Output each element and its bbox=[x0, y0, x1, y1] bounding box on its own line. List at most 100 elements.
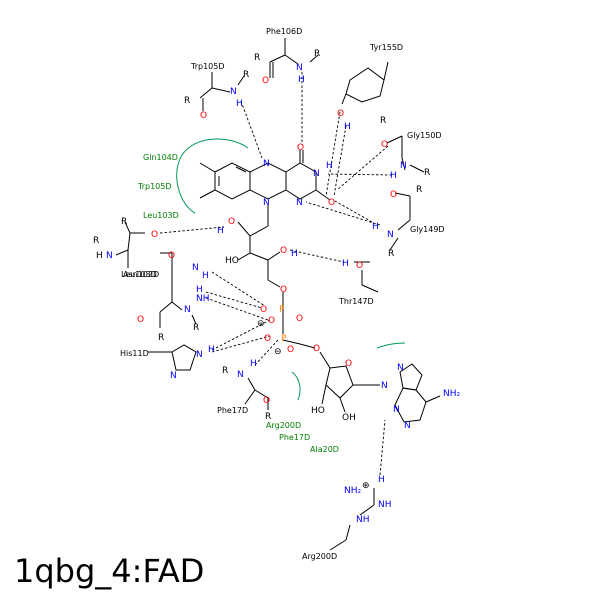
hydrophobic-label-trp105d: Trp105D bbox=[137, 182, 172, 191]
gly149d-r: R bbox=[416, 185, 422, 195]
phosphate-p1-o2: O bbox=[268, 316, 275, 326]
phe106d-n: N bbox=[296, 63, 303, 73]
gly149d-n: N bbox=[387, 230, 394, 240]
asn102d-backbone-nh: NH bbox=[196, 294, 210, 304]
residue-label-leu103d: Leu103D bbox=[121, 270, 157, 279]
ligand-title: 1qbg_4:FAD bbox=[14, 552, 205, 590]
gly150d-n: N bbox=[400, 161, 407, 171]
phosphate-bridge-o: O bbox=[296, 314, 303, 324]
his11d-nd1: N bbox=[170, 371, 177, 381]
phosphate-p1-charge: ⊖ bbox=[257, 319, 265, 329]
ribityl-o3-ho: HO bbox=[225, 256, 239, 266]
ribose-oh: OH bbox=[342, 413, 356, 423]
trp105d-o: O bbox=[200, 111, 207, 121]
gly150d-r2: R bbox=[424, 168, 430, 178]
adenine-n1: N bbox=[404, 421, 411, 431]
arg200d-ne: NH bbox=[356, 515, 370, 525]
hydrophobic-label-phe17d: Phe17D bbox=[279, 433, 310, 442]
flavin-n3: N bbox=[313, 169, 320, 179]
phe17d-r2: R bbox=[265, 412, 271, 422]
thr147d-o: O bbox=[356, 261, 363, 271]
residue-label-phe106d: Phe106D bbox=[266, 27, 302, 36]
gly150d-r: R bbox=[380, 116, 386, 126]
ribityl-o5: O bbox=[280, 285, 287, 295]
ribose-ho: HO bbox=[311, 406, 325, 416]
arg200d-h: H bbox=[378, 475, 385, 485]
phe17d-r: R bbox=[222, 366, 228, 376]
hydrogen-bond-network bbox=[159, 72, 393, 476]
gly149d-o: O bbox=[390, 190, 397, 200]
flavin-o4: O bbox=[297, 143, 304, 153]
asn102d-o: O bbox=[137, 315, 144, 325]
residue-labels: Phe106D Tyr155D Trp105D Gly150D Gly149D … bbox=[120, 27, 445, 561]
asn102d-od1: O bbox=[168, 251, 175, 261]
residue-label-gly149d: Gly149D bbox=[410, 225, 445, 234]
phe17d-o: O bbox=[263, 396, 270, 406]
thr147d-h: H bbox=[342, 259, 349, 269]
adenine-n3: N bbox=[393, 405, 400, 415]
residue-label-asn102d: Asn102D bbox=[123, 270, 159, 279]
gly149d-h: H bbox=[372, 222, 379, 232]
asn102d-r: R bbox=[158, 333, 164, 343]
asn102d-n: N bbox=[184, 305, 191, 315]
phe17d-h: H bbox=[250, 359, 257, 369]
leu103d-o: O bbox=[151, 230, 158, 240]
phe106d-h: H bbox=[298, 75, 305, 85]
arg200d-charge: ⊕ bbox=[362, 481, 370, 491]
hydrophobic-label-leu103d: Leu103D bbox=[143, 211, 179, 220]
phosphate-p2: P bbox=[281, 334, 287, 344]
phe106d-r2: R bbox=[314, 49, 320, 59]
asn102d-r2: R bbox=[193, 323, 199, 333]
flavin-n3-h: H bbox=[326, 161, 333, 171]
residue-label-thr147d: Thr147D bbox=[338, 297, 374, 306]
his11d-h: H bbox=[208, 345, 215, 355]
leu103d-r2: R bbox=[93, 236, 99, 246]
flavin-n10: N bbox=[263, 198, 270, 208]
trp105d-h: H bbox=[236, 99, 243, 109]
asn102d-backbone-h: H bbox=[196, 285, 203, 295]
adenine-n7: N bbox=[397, 363, 404, 373]
adenine-nh2: NH₂ bbox=[443, 389, 461, 399]
tyr155d-h: H bbox=[344, 122, 351, 132]
adenine-n9: N bbox=[381, 381, 388, 391]
trp105d-r1: R bbox=[184, 96, 190, 106]
gly150d-h: H bbox=[390, 171, 397, 181]
gly149d-r2: R bbox=[388, 249, 394, 259]
arg200d-nh: NH bbox=[378, 500, 392, 510]
leu103d-r: R bbox=[121, 217, 127, 227]
trp105d-n: N bbox=[230, 87, 237, 97]
flavin-n1: N bbox=[296, 198, 303, 208]
bond-network bbox=[115, 38, 441, 551]
residue-label-arg200d: Arg200D bbox=[302, 552, 337, 561]
leu103d-h: H bbox=[96, 251, 103, 261]
phe106d-r1: R bbox=[254, 53, 260, 63]
tyr155d-o: O bbox=[337, 109, 344, 119]
asn102d-nh: N bbox=[192, 263, 199, 273]
arg200d-nh2: NH₂ bbox=[344, 486, 362, 496]
phosphate-p2-o1: O bbox=[264, 334, 271, 344]
asn102d-nh-h: H bbox=[202, 271, 209, 281]
residue-label-phe17d: Phe17D bbox=[217, 406, 248, 415]
phosphate-p2-o2: O bbox=[287, 345, 294, 355]
ribityl-o4-h: H bbox=[291, 249, 298, 259]
trp105d-r2: R bbox=[243, 70, 249, 80]
his11d-ne2: N bbox=[196, 350, 203, 360]
ribityl-o2-h: H bbox=[217, 226, 224, 236]
hydrophobic-labels: Gln104D Trp105D Leu103D Arg200D Phe17D A… bbox=[137, 153, 339, 454]
ribityl-o2: O bbox=[228, 217, 235, 227]
phosphate-p2-o3: O bbox=[313, 344, 320, 354]
hydrophobic-label-gln104d: Gln104D bbox=[143, 153, 178, 162]
residue-label-tyr155d: Tyr155D bbox=[369, 43, 403, 52]
phosphate-p1: P bbox=[279, 305, 285, 315]
leu103d-n: N bbox=[106, 251, 113, 261]
ribityl-o4: O bbox=[280, 246, 287, 256]
atom-labels: N N N N H O O O H HO O H O P O O ⊖ O P O… bbox=[93, 49, 461, 525]
residue-label-trp105d: Trp105D bbox=[190, 62, 225, 71]
hydrophobic-label-arg200d: Arg200D bbox=[266, 421, 301, 430]
flavin-o2: O bbox=[328, 198, 335, 208]
residue-label-gly150d: Gly150D bbox=[407, 131, 442, 140]
gly150d-o: O bbox=[381, 140, 388, 150]
hydrophobic-label-ala20d: Ala20D bbox=[310, 445, 339, 454]
hydrophobic-contact-arcs bbox=[176, 138, 406, 401]
